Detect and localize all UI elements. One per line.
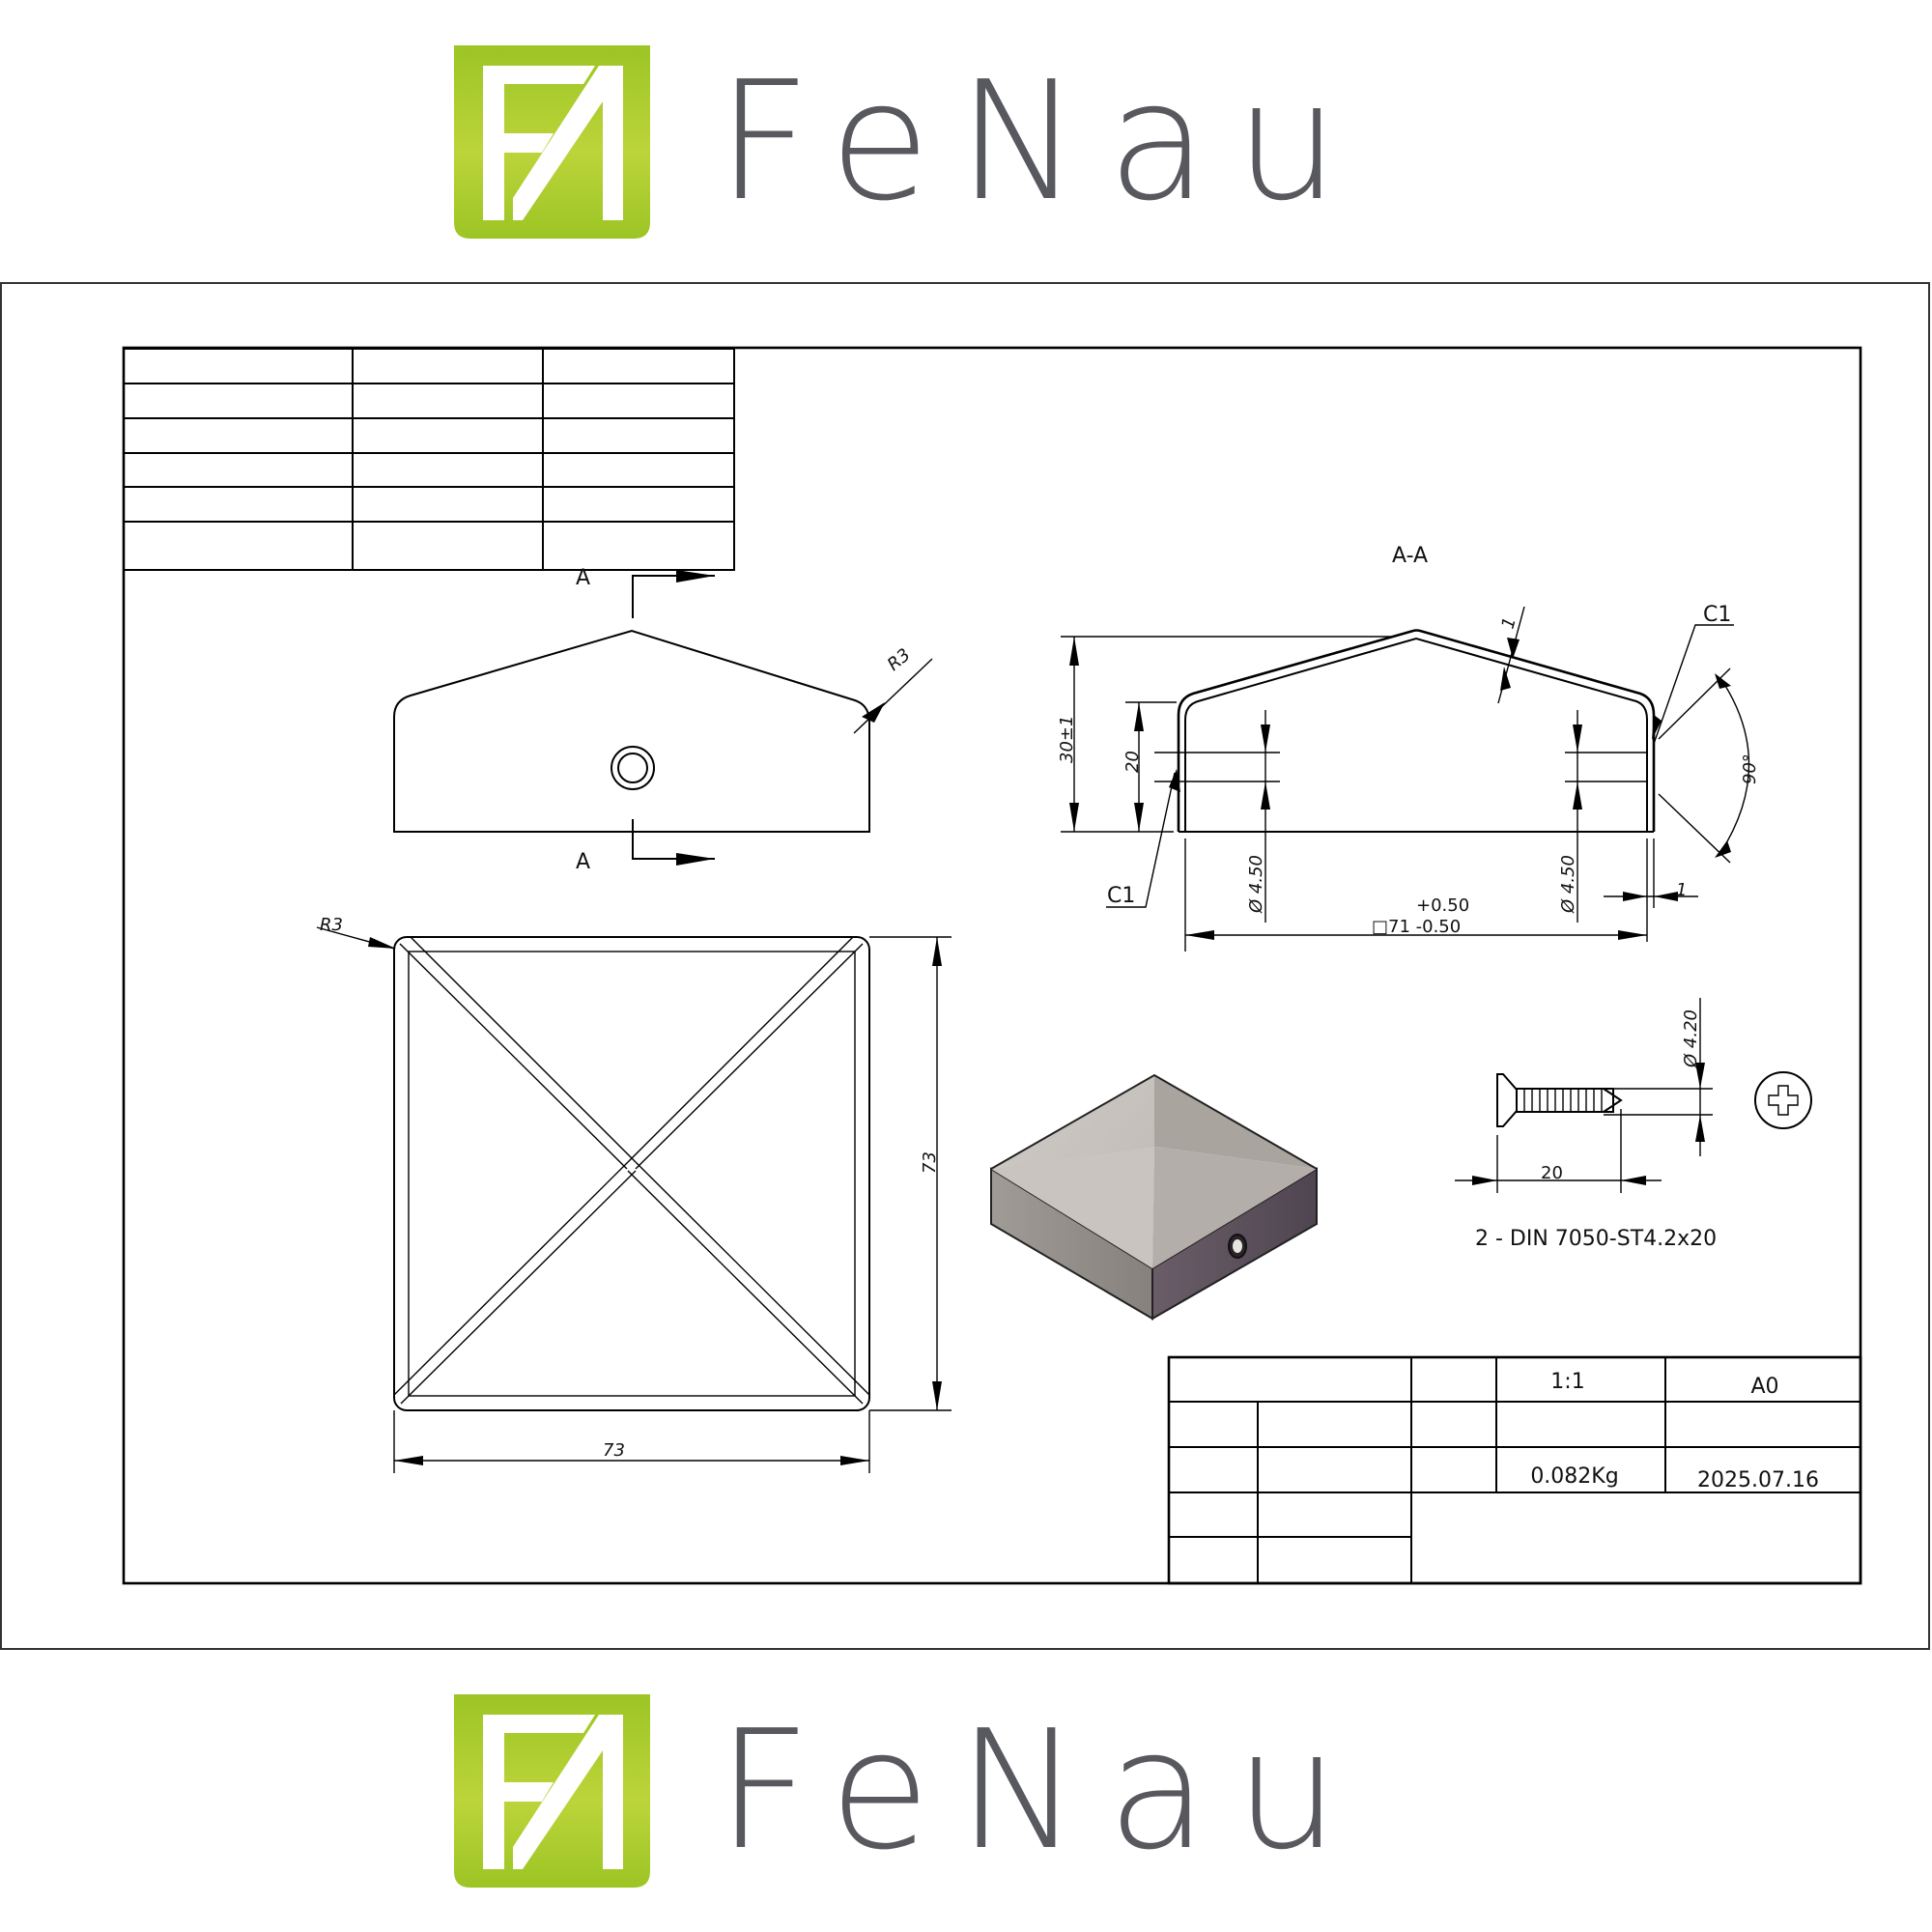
isometric-render <box>990 1073 1318 1321</box>
phillips-head-icon <box>1754 1071 1812 1129</box>
logo-mark-icon <box>454 45 650 239</box>
scale-value: 1:1 <box>1550 1370 1584 1394</box>
angle-label: 90° <box>1740 753 1760 784</box>
top-thickness-label: 1 <box>1498 615 1520 631</box>
weight-value: 0.082Kg <box>1530 1464 1618 1489</box>
radius-label-top: R3 <box>320 915 343 935</box>
drawing-frame <box>122 346 1862 1585</box>
sheet-size-value: A0 <box>1750 1375 1778 1399</box>
hole-dim-left: Ø 4.50 <box>1246 855 1266 914</box>
hole-dim-right: Ø 4.50 <box>1558 855 1578 914</box>
top-view-width-label: 73 <box>603 1440 625 1461</box>
hole-outer <box>611 746 655 790</box>
hole-inner <box>617 753 648 783</box>
height-wall-label: 20 <box>1122 751 1143 773</box>
sheet-border <box>0 282 1930 1650</box>
height-total-label: 30±1 <box>1057 716 1077 763</box>
chamfer-right-label: C1 <box>1703 603 1731 627</box>
screw-length-label: 20 <box>1541 1163 1563 1183</box>
top-view: 73 73 R3 <box>316 915 952 1473</box>
wall-thickness-label: 1 <box>1676 880 1687 900</box>
inner-size-tolerance-plus: +0.50 <box>1416 895 1469 916</box>
brand-logo-top: FeNau <box>454 45 1366 239</box>
front-view: A A R3 <box>393 566 933 874</box>
date-value: 2025.07.16 <box>1697 1468 1819 1492</box>
logo-mark-icon <box>454 1694 650 1888</box>
revision-table <box>123 348 735 571</box>
section-mark-bottom: A <box>576 850 590 874</box>
section-mark-top: A <box>576 566 590 590</box>
screw-diameter-label: Ø 4.20 <box>1681 1009 1701 1068</box>
radius-label-front: R3 <box>884 644 915 674</box>
title-block: 1:1 A0 0.082Kg 2025.07.16 <box>1167 1355 1862 1585</box>
chamfer-left-label: C1 <box>1107 884 1135 908</box>
screw-detail: Ø 4.20 20 2 - DIN 7050-ST4.2x20 <box>1455 998 1812 1251</box>
section-view: A-A Ø 4.50 Ø 4.50 30±1 20 <box>1057 544 1760 952</box>
brand-logo-bottom: FeNau <box>454 1694 1366 1888</box>
top-view-height-label: 73 <box>920 1151 940 1174</box>
screw-spec: 2 - DIN 7050-ST4.2x20 <box>1475 1227 1717 1251</box>
brand-wordmark: FeNau <box>717 1695 1366 1887</box>
section-title: A-A <box>1392 544 1428 568</box>
brand-wordmark: FeNau <box>717 46 1366 238</box>
inner-size-label: □71 -0.50 <box>1372 917 1461 937</box>
